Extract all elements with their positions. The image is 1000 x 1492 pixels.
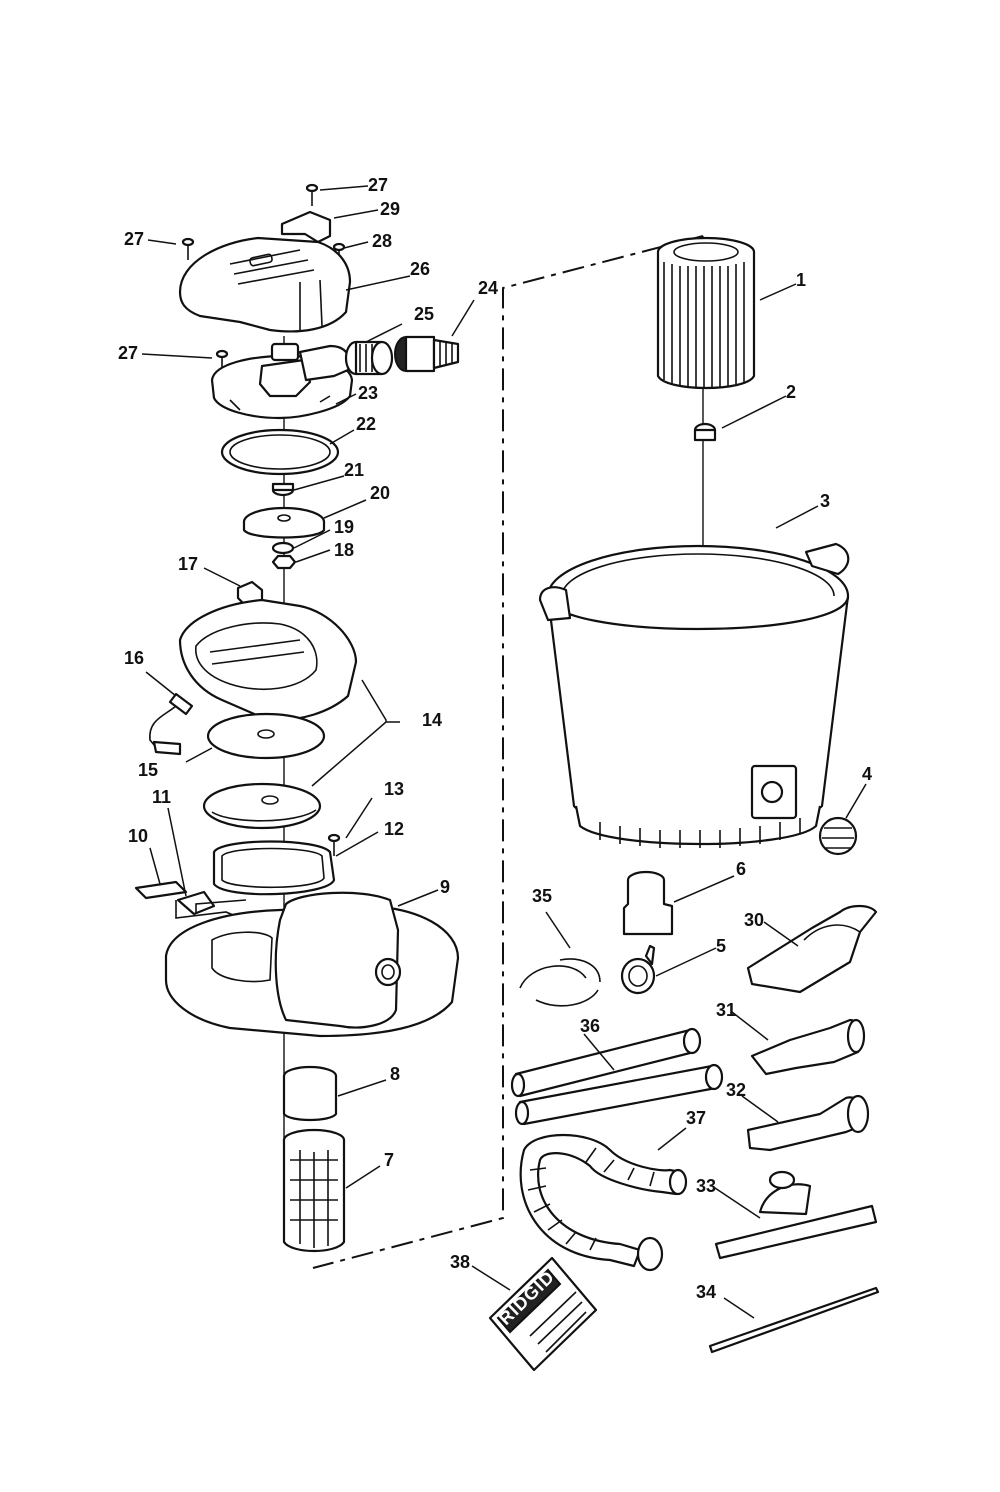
callout-10: 10	[128, 826, 148, 846]
callout-28: 28	[372, 231, 392, 251]
washer-19	[271, 541, 295, 555]
callout-2: 2	[786, 382, 796, 402]
callout-24: 24	[478, 278, 498, 298]
clip-35	[519, 958, 601, 1007]
motor-assembly-23	[210, 342, 354, 420]
callout-33: 33	[696, 1176, 716, 1196]
nut-21	[271, 482, 295, 497]
leader-lines	[141, 185, 867, 1319]
squeegee-34	[708, 1286, 880, 1354]
floor-nozzle-33	[714, 1170, 878, 1260]
callout-32: 32	[726, 1080, 746, 1100]
callout-6: 6	[736, 859, 746, 879]
screw-13	[327, 833, 341, 856]
callout-35: 35	[532, 886, 552, 906]
callout-27-mid: 27	[118, 343, 138, 363]
filter-nut-2	[693, 422, 717, 442]
screw-27-top	[305, 183, 319, 206]
lid-9	[164, 891, 460, 1038]
latch-10	[134, 880, 188, 900]
callout-23: 23	[358, 383, 378, 403]
callout-11: 11	[152, 787, 171, 807]
latch-11	[176, 890, 216, 916]
nut-18	[271, 554, 297, 570]
gasket-12	[212, 840, 336, 896]
screw-27-mid	[215, 349, 229, 374]
callout-4: 4	[862, 764, 872, 784]
callout-14: 14	[422, 710, 442, 730]
adapter-5	[620, 944, 656, 995]
filter-cage-8	[282, 1065, 338, 1122]
elbow-6	[622, 870, 674, 936]
float-cage-base-14	[202, 782, 322, 830]
cord-16	[149, 692, 194, 756]
callout-21: 21	[344, 460, 364, 480]
callout-13: 13	[384, 779, 404, 799]
callout-7: 7	[384, 1150, 394, 1170]
impeller-20	[242, 506, 326, 539]
callout-1: 1	[796, 270, 806, 290]
callout-20: 20	[370, 483, 390, 503]
callout-27-top: 27	[368, 175, 388, 195]
callout-16: 16	[124, 648, 144, 668]
callout-15: 15	[138, 760, 158, 780]
exhaust-cap-24	[394, 335, 460, 373]
hose-37	[519, 1134, 688, 1272]
callout-26: 26	[410, 259, 430, 279]
callout-38: 38	[450, 1252, 470, 1272]
callout-18: 18	[334, 540, 354, 560]
callout-25: 25	[414, 304, 434, 324]
callout-34: 34	[696, 1282, 716, 1302]
nozzle-30	[746, 904, 878, 994]
drain-cap-4	[818, 816, 858, 856]
crevice-tool-31	[750, 1018, 866, 1076]
callout-31: 31	[716, 1000, 736, 1020]
round-brush-32	[746, 1094, 870, 1152]
wand-36	[510, 1027, 724, 1126]
plate-15	[206, 712, 326, 760]
screw-28	[332, 242, 346, 264]
callout-22: 22	[356, 414, 376, 434]
float-cage-7	[282, 1128, 346, 1252]
callout-9: 9	[440, 877, 450, 897]
callout-5: 5	[716, 936, 726, 956]
tank-3	[538, 542, 850, 848]
motor-cover-26	[178, 236, 352, 333]
screw-27-left	[181, 237, 195, 260]
callout-17: 17	[178, 554, 198, 574]
callout-19: 19	[334, 517, 354, 537]
motor-housing-14	[178, 598, 358, 722]
filter-1	[656, 236, 756, 390]
gasket-22	[220, 428, 340, 476]
callout-30: 30	[744, 910, 764, 930]
bracket-29	[280, 210, 332, 244]
callout-37: 37	[686, 1108, 706, 1128]
callout-8: 8	[390, 1064, 400, 1084]
callout-12: 12	[384, 819, 404, 839]
callout-27-left: 27	[124, 229, 144, 249]
callout-3: 3	[820, 491, 830, 511]
assembly-dash-line	[312, 235, 704, 1269]
exhaust-sleeve-25	[344, 340, 394, 376]
callout-36: 36	[580, 1016, 600, 1036]
manual-38: RIDGID	[488, 1256, 598, 1372]
callout-29: 29	[380, 199, 400, 219]
